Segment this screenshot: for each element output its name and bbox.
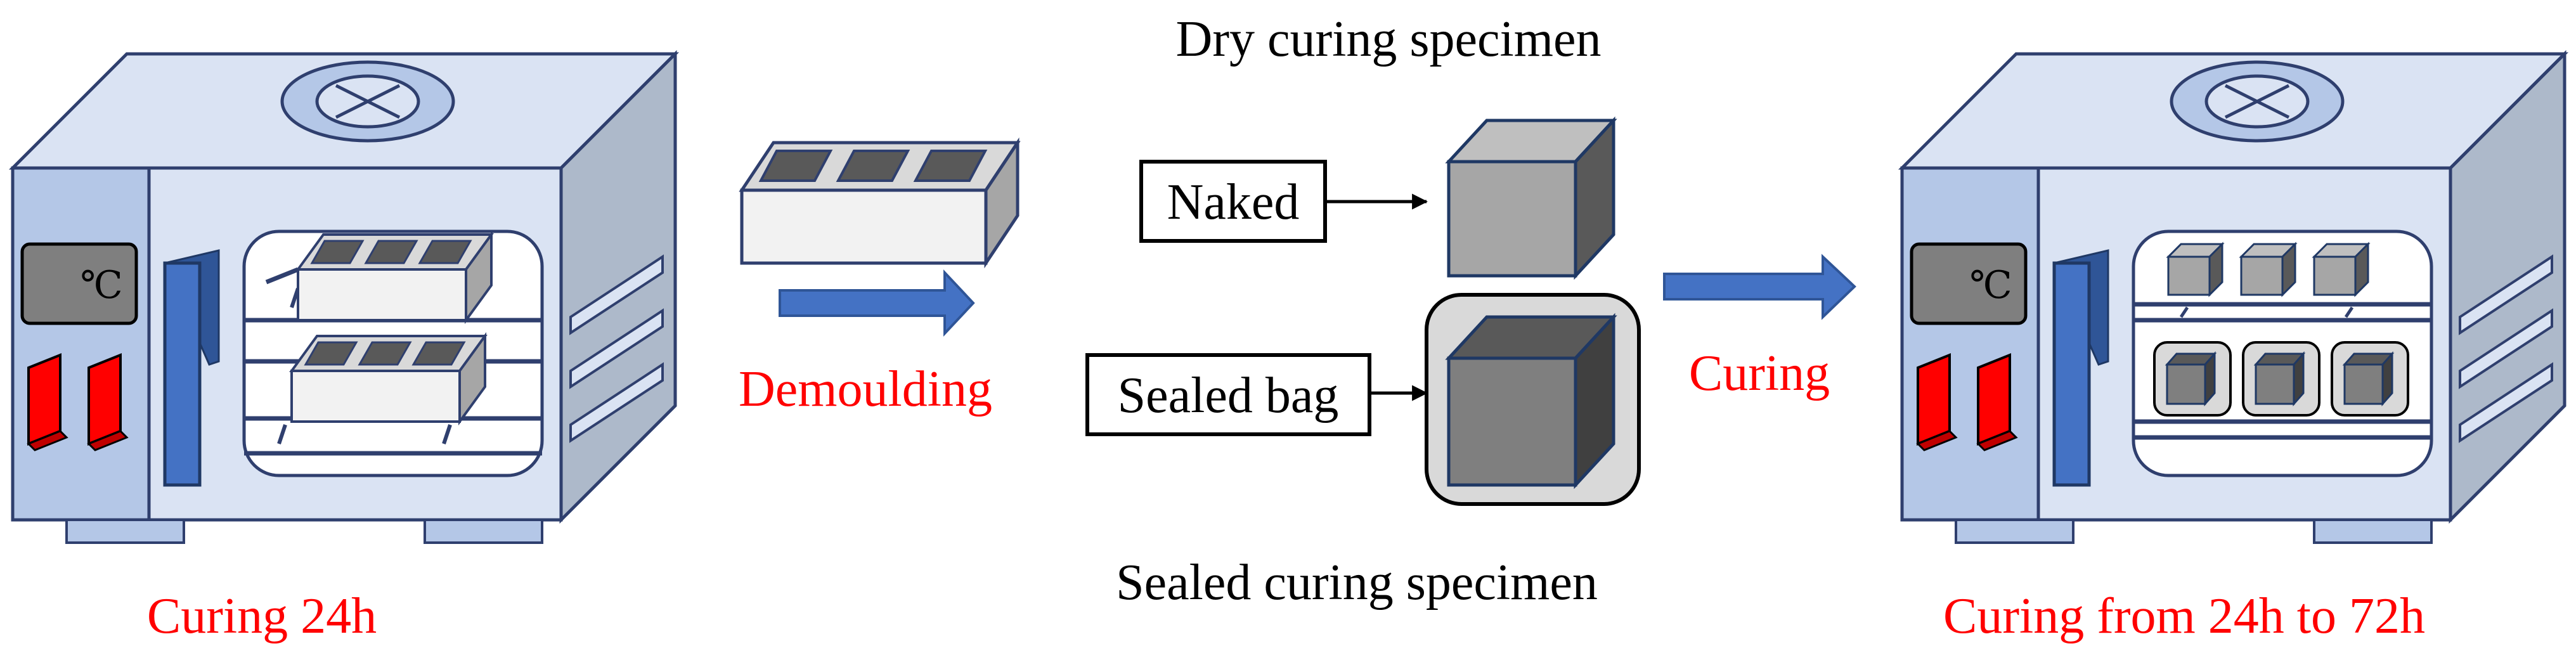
title-dry-curing: Dry curing specimen xyxy=(1176,11,1602,67)
cube-specimen-icon xyxy=(2253,351,2306,406)
sealed-bag xyxy=(2153,341,2232,417)
cube-specimen-icon xyxy=(2312,242,2371,297)
oven-window xyxy=(2132,230,2433,477)
door-handle xyxy=(2052,249,2109,487)
mould-icon xyxy=(739,137,1021,269)
left-oven: ℃ xyxy=(8,49,680,544)
cube-specimen-icon xyxy=(2166,242,2225,297)
mould-icon xyxy=(295,230,494,325)
label-naked: Naked xyxy=(1167,174,1300,230)
caption-curing-24h: Curing 24h xyxy=(147,588,377,644)
sealed-bag xyxy=(1425,293,1641,506)
temperature-unit-right: ℃ xyxy=(1969,264,2012,306)
demoulded-mould xyxy=(739,137,1021,269)
fan-icon xyxy=(280,60,455,143)
cube-specimen-icon xyxy=(1445,313,1617,489)
oven-window xyxy=(242,230,544,477)
door-handle xyxy=(163,249,220,487)
sealed-bag xyxy=(2242,341,2320,417)
temperature-display: ℃ xyxy=(1910,242,2028,325)
right-arrow-icon xyxy=(1663,254,1856,320)
temperature-unit-left: ℃ xyxy=(80,264,122,306)
temperature-display: ℃ xyxy=(20,242,138,325)
mould-icon xyxy=(289,332,488,426)
label-sealed-bag: Sealed bag xyxy=(1118,368,1339,423)
fan-icon xyxy=(2170,60,2345,143)
label-curing: Curing xyxy=(1689,346,1830,401)
cube-specimen-icon xyxy=(1445,116,1617,280)
cube-specimen-icon xyxy=(2342,351,2395,406)
sealed-bag-box: Sealed bag xyxy=(1085,353,1371,436)
naked-box: Naked xyxy=(1139,160,1327,243)
power-switch-icon xyxy=(1916,353,2018,451)
curing-oven-icon xyxy=(8,49,680,544)
sealed-bag xyxy=(2331,341,2409,417)
title-sealed-curing: Sealed curing specimen xyxy=(1116,555,1598,611)
caption-curing-24h-72h: Curing from 24h to 72h xyxy=(1943,588,2425,644)
right-arrow-icon xyxy=(779,269,975,337)
power-switch-icon xyxy=(27,353,129,451)
cube-specimen-icon xyxy=(2165,351,2217,406)
right-oven: ℃ xyxy=(1898,49,2569,544)
cube-specimen-icon xyxy=(2239,242,2298,297)
label-demoulding: Demoulding xyxy=(739,361,992,417)
